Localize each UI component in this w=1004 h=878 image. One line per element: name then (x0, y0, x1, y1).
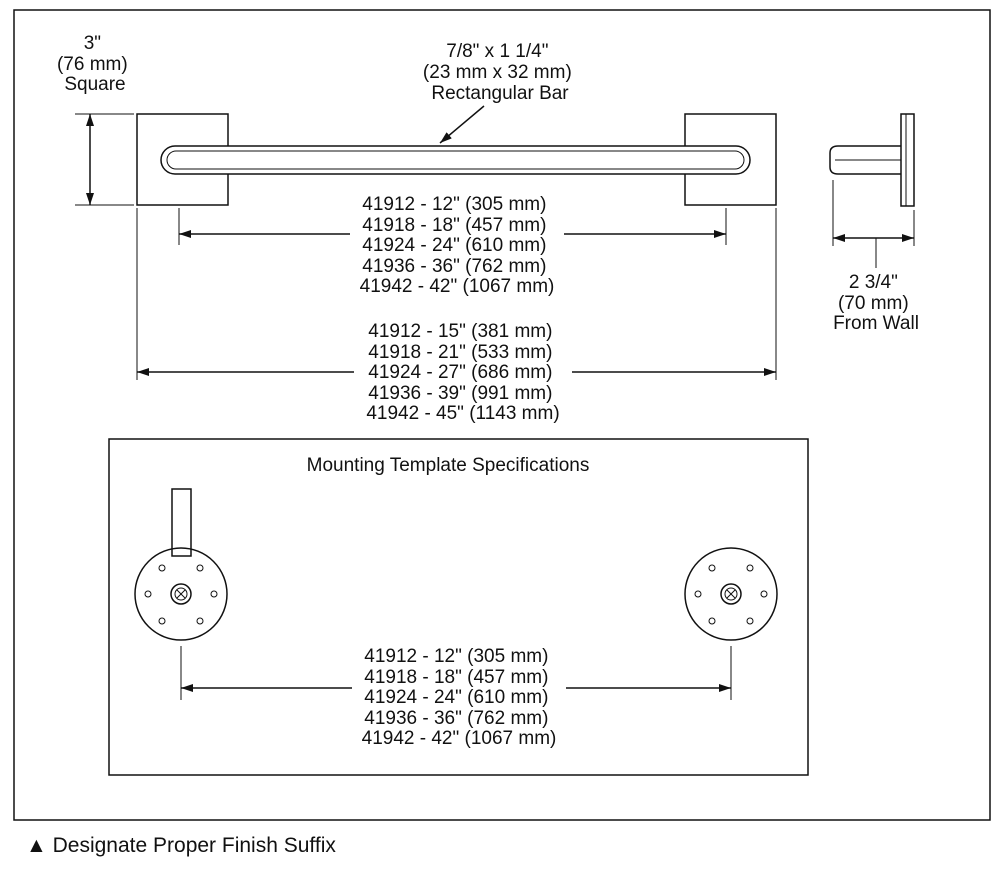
wall-label: 2 3/4" (70 mm) From Wall (833, 272, 919, 334)
bar-label-line: (23 mm x 32 mm) (423, 62, 572, 83)
template-dim-line: 41912 - 12" (305 mm) (364, 646, 548, 667)
overall-dimension (136, 208, 777, 426)
template-dimension-label: 41912 - 12" (305 mm) 41918 - 18" (457 mm… (362, 646, 557, 749)
inner-dimension (178, 190, 727, 296)
template-dim-line: 41924 - 24" (610 mm) (364, 687, 548, 708)
wall-label-line: (70 mm) (838, 293, 909, 314)
template-dimension (180, 643, 732, 749)
overall-dimension-label: 41912 - 15" (381 mm) 41918 - 21" (533 mm… (366, 321, 559, 424)
grab-bar-front-view (136, 113, 777, 206)
overall-dim-line: 41918 - 21" (533 mm) (368, 342, 552, 363)
square-label-line: (76 mm) (57, 54, 128, 75)
outer-frame (13, 9, 991, 821)
inner-dim-line: 41942 - 42" (1067 mm) (360, 276, 555, 297)
bar-pointer-arrow (439, 105, 485, 144)
template-dim-line: 41942 - 42" (1067 mm) (362, 728, 557, 749)
inner-dimension-label: 41912 - 12" (305 mm) 41918 - 18" (457 mm… (360, 194, 555, 297)
bar-inner-edge (166, 150, 745, 170)
square-label-line: Square (64, 74, 125, 95)
square-dimension (75, 113, 134, 206)
mounting-template-box (108, 438, 809, 776)
wall-label-line: From Wall (833, 313, 919, 334)
bar-label-line: 7/8" x 1 1/4" (446, 41, 548, 62)
right-mounting-plate (684, 547, 778, 641)
square-label-line: 3" (84, 33, 101, 54)
left-mounting-plate (134, 488, 228, 641)
rectangular-bar (160, 145, 751, 175)
bar-label: 7/8" x 1 1/4" (23 mm x 32 mm) Rectangula… (423, 41, 577, 104)
grab-bar-side-view (829, 113, 915, 207)
overall-dim-line: 41924 - 27" (686 mm) (368, 362, 552, 383)
template-dim-line: 41918 - 18" (457 mm) (364, 667, 548, 688)
wall-label-line: 2 3/4" (849, 272, 898, 293)
overall-dim-line: 41936 - 39" (991 mm) (368, 383, 552, 404)
template-title: Mounting Template Specifications (307, 455, 590, 476)
inner-dim-line: 41936 - 36" (762 mm) (362, 256, 546, 277)
inner-dim-line: 41924 - 24" (610 mm) (362, 235, 546, 256)
bar-label-line: Rectangular Bar (431, 83, 569, 104)
overall-dim-line: 41942 - 45" (1143 mm) (366, 403, 559, 424)
template-dim-line: 41936 - 36" (762 mm) (364, 708, 548, 729)
inner-dim-line: 41918 - 18" (457 mm) (362, 215, 546, 236)
square-label: 3" (76 mm) Square (57, 33, 133, 95)
overall-dim-line: 41912 - 15" (381 mm) (368, 321, 552, 342)
inner-dim-line: 41912 - 12" (305 mm) (362, 194, 546, 215)
wall-dimension (832, 180, 915, 268)
finish-suffix-note: ▲ Designate Proper Finish Suffix (26, 834, 336, 857)
